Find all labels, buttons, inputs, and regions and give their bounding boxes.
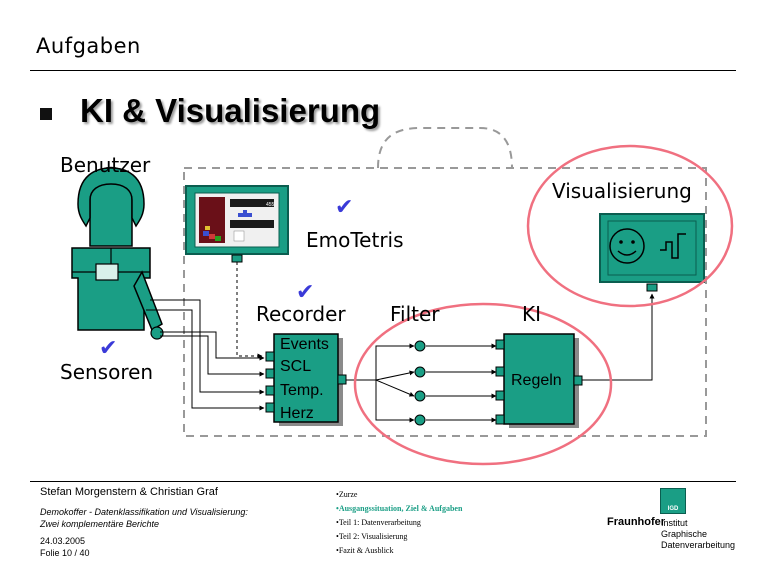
emotetris-check-icon: ✔: [335, 195, 354, 220]
recorder-channel-scl: SCL: [280, 358, 312, 375]
recorder-channel-temp: Temp.: [280, 382, 324, 399]
visualisierung-highlight-ring: [526, 144, 734, 308]
section-title: Aufgaben: [36, 34, 141, 58]
institute-line3: Datenverarbeitung: [661, 540, 736, 550]
label-filter: Filter: [390, 302, 440, 326]
bullet-square-icon: [40, 108, 52, 120]
label-recorder: Recorder: [256, 302, 346, 326]
recorder-channel-events: Events: [280, 336, 329, 353]
filter-nodes: [414, 340, 426, 426]
system-diagram: 455: [71, 127, 734, 466]
system-boundary: [183, 167, 707, 437]
filter-node: [414, 414, 426, 426]
recorder-check-icon: ✔: [296, 280, 315, 305]
ki-box: [495, 333, 583, 428]
footer-slide-number: Folie 10 / 40: [40, 548, 90, 558]
title-divider: [30, 70, 736, 71]
fraunhofer-brand: Fraunhofer: [607, 516, 666, 528]
agenda-item[interactable]: •Zurze: [336, 490, 358, 499]
label-sensoren: Sensoren: [60, 360, 154, 384]
filter-node: [414, 390, 426, 402]
igd-logo-icon: IGD: [660, 488, 686, 514]
visualisierung-monitor-icon: [599, 213, 705, 292]
footer-divider: [30, 481, 736, 482]
agenda-item[interactable]: •Teil 1: Datenverarbeitung: [336, 518, 421, 527]
feedback-loop: [377, 127, 513, 169]
label-benutzer: Benutzer: [60, 153, 151, 177]
agenda-item[interactable]: •Fazit & Ausblick: [336, 546, 394, 555]
user-figure-icon: [71, 166, 164, 340]
footer-authors: Stefan Morgenstern & Christian Graf: [40, 486, 218, 498]
filter-node: [414, 340, 426, 352]
ki-regeln-label: Regeln: [511, 372, 562, 389]
sensoren-check-icon: ✔: [99, 336, 118, 361]
recorder-channel-herz: Herz: [280, 405, 314, 422]
filter-ki-highlight-ring: [353, 302, 613, 466]
label-emotetris: EmoTetris: [306, 228, 404, 252]
institute-line1: Institut: [661, 518, 688, 528]
ki-to-visualisierung-link: [582, 293, 655, 381]
institute-line2: Graphische: [661, 529, 708, 539]
filter-node: [414, 366, 426, 378]
agenda-item[interactable]: •Teil 2: Visualisierung: [336, 532, 408, 541]
label-visualisierung: Visualisierung: [552, 179, 692, 203]
agenda-item-active[interactable]: •Ausgangssituation, Ziel & Aufgaben: [336, 504, 463, 513]
agenda-list: •Zurze •Ausgangssituation, Ziel & Aufgab…: [336, 490, 462, 560]
filter-network: [346, 343, 497, 423]
footer-subtitle-line2: Zwei komplementäre Berichte: [40, 519, 160, 529]
recorder-box: [265, 333, 347, 426]
igd-logo-text: IGD: [667, 506, 679, 512]
label-ki: KI: [522, 302, 542, 326]
slide-title: KI & Visualisierung: [80, 92, 381, 129]
footer-date: 24.03.2005: [40, 536, 86, 546]
sensor-wires: [146, 299, 265, 411]
emotetris-monitor-icon: 455: [185, 185, 289, 263]
tetris-score: 455: [266, 202, 275, 208]
footer-subtitle-line1: Demokoffer - Datenklassifikation und Vis…: [40, 507, 248, 517]
emotetris-to-recorder-link: [236, 262, 263, 359]
